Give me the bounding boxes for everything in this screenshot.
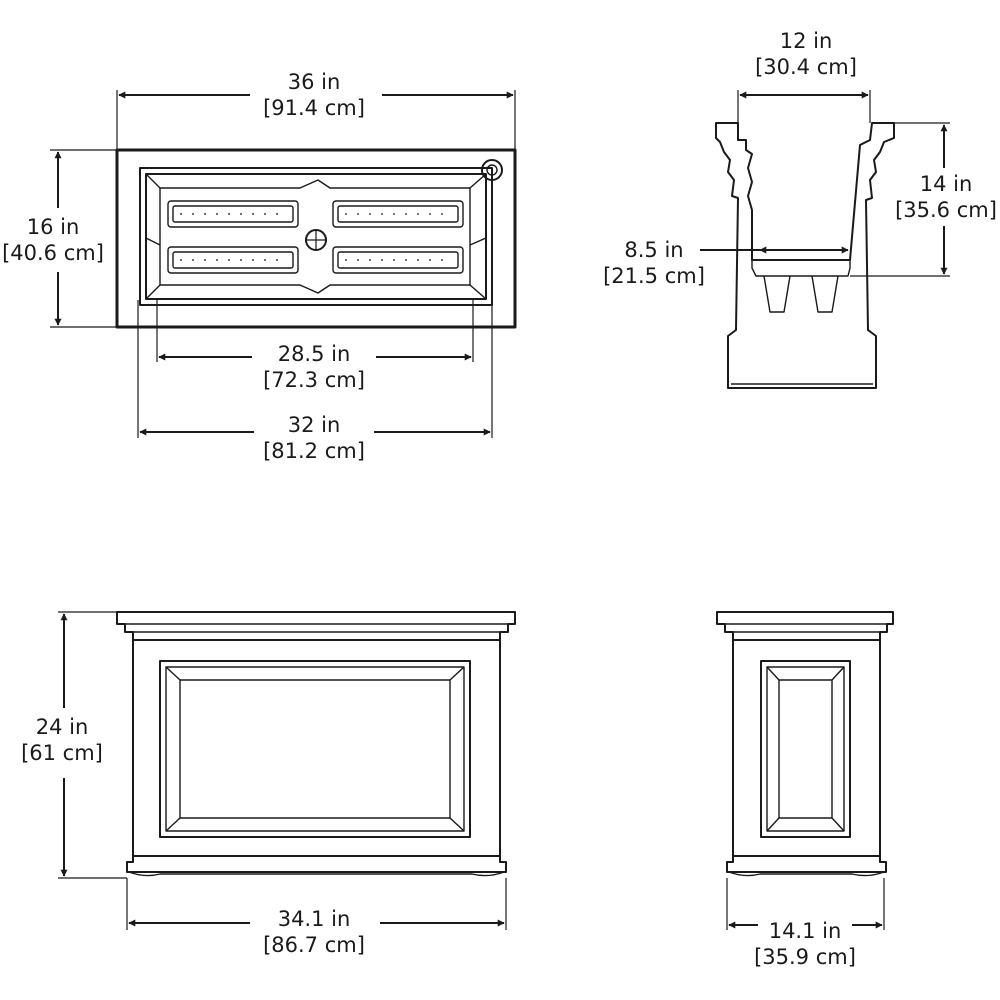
top-view-tray	[145, 173, 487, 300]
dim-14-1in-label: 14.1 in	[769, 919, 842, 943]
front-view-feet	[128, 871, 505, 877]
dim-12in-label: 12 in	[780, 29, 833, 53]
side-view: 14.1 in [35.9 cm]	[716, 611, 894, 969]
front-view-panel-inner	[179, 679, 451, 819]
dim-34-1in-metric: [86.7 cm]	[263, 933, 365, 957]
dim-16in-label: 16 in	[27, 215, 80, 239]
watering-grid-bottom-left	[167, 246, 299, 274]
front-view: 24 in [61 cm] 34.1 in [86.7 cm]	[21, 611, 516, 957]
watering-grid-top-left	[167, 200, 299, 228]
side-view-panel-inner	[778, 679, 833, 819]
drain-hole-icon	[305, 229, 327, 251]
dim-34-1in-label: 34.1 in	[278, 907, 351, 931]
dim-14in-label: 14 in	[920, 172, 973, 196]
dim-28-5in-label: 28.5 in	[278, 342, 351, 366]
side-view-base	[726, 855, 887, 873]
dim-32in-metric: [81.2 cm]	[263, 439, 365, 463]
front-view-panel-outer	[159, 660, 471, 838]
top-view-tray-notches	[145, 237, 487, 246]
watering-grid-top-right	[332, 200, 464, 228]
watering-grid-bottom-right	[332, 246, 464, 274]
side-view-feet	[728, 871, 885, 877]
side-view-top-cap	[716, 611, 894, 641]
liner-bottom	[751, 260, 851, 277]
front-view-body	[132, 639, 501, 857]
side-view-panel-outer	[760, 660, 851, 838]
side-view-body	[732, 639, 881, 857]
top-view-outer-rim	[115, 148, 517, 329]
planter-section-outline	[715, 122, 895, 389]
top-view: 36 in [91.4 cm] 16 in [40.6 cm] 28.5 in …	[2, 70, 517, 463]
dim-14in-metric: [35.6 cm]	[895, 198, 997, 222]
dim-28-5in-metric: [72.3 cm]	[263, 368, 365, 392]
dim-16in-metric: [40.6 cm]	[2, 241, 104, 265]
dim-36in-label: 36 in	[288, 70, 341, 94]
liner-feet	[763, 275, 839, 313]
dim-8-5in-label: 8.5 in	[624, 238, 683, 262]
dim-14-1in-metric: [35.9 cm]	[754, 945, 856, 969]
front-view-base	[126, 855, 507, 873]
section-view: 12 in [30.4 cm] 14 in [35.6 cm] 8.5 in […	[603, 29, 997, 389]
dim-8-5in-metric: [21.5 cm]	[603, 264, 705, 288]
dim-12in-metric: [30.4 cm]	[755, 55, 857, 79]
dim-32in-label: 32 in	[288, 413, 341, 437]
dim-24in-metric: [61 cm]	[21, 741, 103, 765]
dim-36in-metric: [91.4 cm]	[263, 96, 365, 120]
front-view-top-cap	[116, 611, 516, 641]
fill-tube-icon	[481, 159, 503, 181]
dim-24in-label: 24 in	[36, 715, 89, 739]
